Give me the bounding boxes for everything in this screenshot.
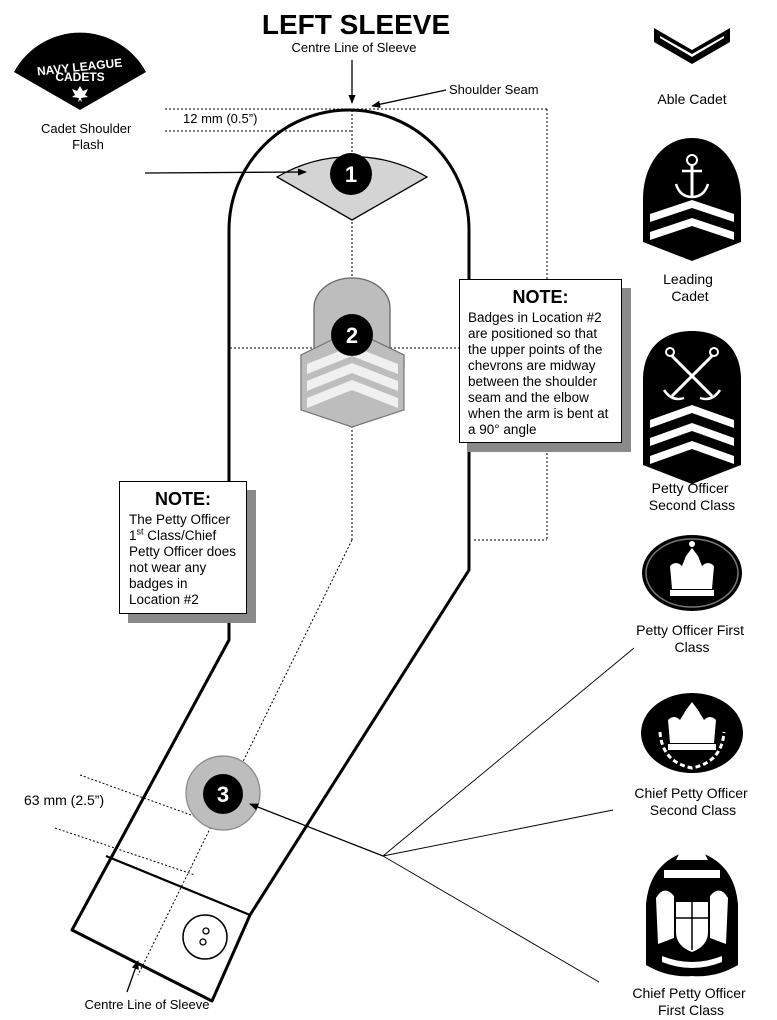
rank-caption-chief-petty-officer-first-class: Chief Petty Officer First Class (632, 985, 749, 1018)
location-3-arrow (249, 803, 384, 857)
diagram-title: LEFT SLEEVE (262, 9, 450, 40)
location-3-marker (203, 774, 243, 814)
note-left-body: The Petty Officer 1st Class/Chief Petty … (129, 512, 237, 607)
location-1-marker (330, 153, 372, 195)
note-right: NOTE: Badges in Location #2 are position… (459, 279, 622, 443)
rank-caption-petty-officer-second-class: Petty Officer Second Class (649, 480, 735, 513)
chief-petty-officer-first-class-coat-of-arms-icon (646, 848, 738, 977)
location-2-number: 2 (346, 323, 358, 348)
note-left-title: NOTE: (155, 489, 211, 509)
note-right-body: Badges in Location #2 are positioned so … (468, 310, 609, 437)
centre-line-bottom-label: Centre Line of Sleeve (84, 997, 209, 1012)
flash-caption-text: Cadet Shoulder (41, 121, 132, 136)
measure-63mm-label: 63 mm (2.5”) (24, 792, 104, 808)
shoulder-seam-arrow (371, 89, 447, 108)
note-left: NOTE: The Petty Officer 1st Class/Chief … (119, 481, 247, 614)
location-2-marker (331, 314, 373, 356)
chief-petty-officer-second-class-crown-wreath-icon (641, 693, 743, 773)
flash-pointer-arrow (144, 168, 307, 176)
svg-text:CADETS: CADETS (55, 70, 104, 84)
location-3-number: 3 (217, 782, 229, 807)
sleeve-outline (70, 108, 471, 1003)
rank-caption-leading-cadet: Leading Cadet (663, 271, 717, 304)
centre-line-top-label: Centre Line of Sleeve (291, 40, 416, 55)
flash-caption-text-line2: Flash (72, 137, 104, 152)
flash-caption: Cadet Shoulder Flash (41, 121, 135, 152)
centre-line-bottom-arrow (126, 960, 139, 993)
able-cadet-chevron-icon (654, 28, 730, 64)
location-3-pointer-lines (382, 647, 635, 983)
cuff-button-icon (182, 914, 228, 960)
navy-league-cadets-flash-icon: NAVY LEAGUE CADETS (14, 32, 146, 110)
note-right-title: NOTE: (512, 287, 569, 307)
measure-12mm-label: 12 mm (0.5”) (183, 111, 257, 126)
cuff-line (105, 854, 251, 917)
rank-caption-petty-officer-first-class: Petty Officer First Class (636, 622, 748, 655)
rank-caption-able-cadet: Able Cadet (657, 91, 726, 107)
rank-caption-chief-petty-officer-second-class: Chief Petty Officer Second Class (634, 785, 751, 818)
petty-officer-second-class-icon (643, 331, 741, 484)
rank-captions: Able Cadet Leading Cadet Petty Officer S… (632, 91, 751, 1018)
leading-cadet-anchor-icon (643, 138, 741, 261)
location-1-number: 1 (345, 162, 357, 187)
petty-officer-first-class-crown-icon (642, 535, 742, 611)
guide-lines (54, 108, 548, 976)
shoulder-seam-label: Shoulder Seam (449, 82, 539, 97)
